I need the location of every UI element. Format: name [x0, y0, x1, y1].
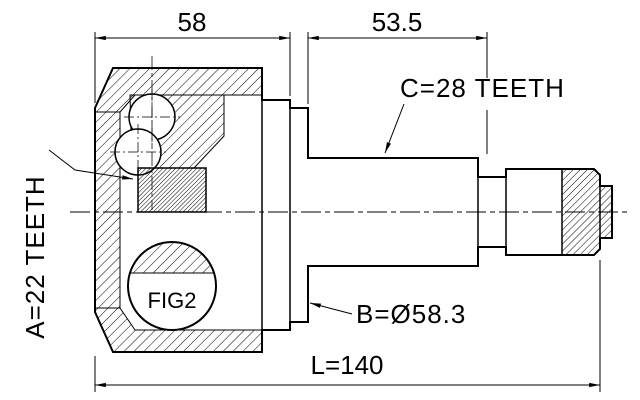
length-l-label: L=140	[310, 350, 383, 380]
dim-58-label: 58	[178, 7, 207, 37]
dimension-texts: 58 53.5 C=28 TEETH A=22 TEETH B=Ø58.3 L=…	[20, 7, 565, 380]
leader-diameter-b	[309, 302, 353, 315]
diameter-b-label: B=Ø58.3	[356, 299, 466, 329]
leader-teeth-c	[384, 103, 405, 154]
centerlines	[70, 56, 628, 213]
dim-53-5-label: 53.5	[372, 7, 423, 37]
fig2-label: FIG2	[148, 288, 197, 313]
teeth-c-label: C=28 TEETH	[400, 73, 565, 103]
hatch-left-wall	[94, 111, 121, 309]
fig2-detail-circle: FIG2	[127, 241, 217, 331]
leader-teeth-a	[48, 149, 134, 180]
inner-spline-bore	[137, 167, 207, 213]
teeth-a-label: A=22 TEETH	[20, 175, 50, 338]
dimension-lines	[48, 32, 601, 392]
